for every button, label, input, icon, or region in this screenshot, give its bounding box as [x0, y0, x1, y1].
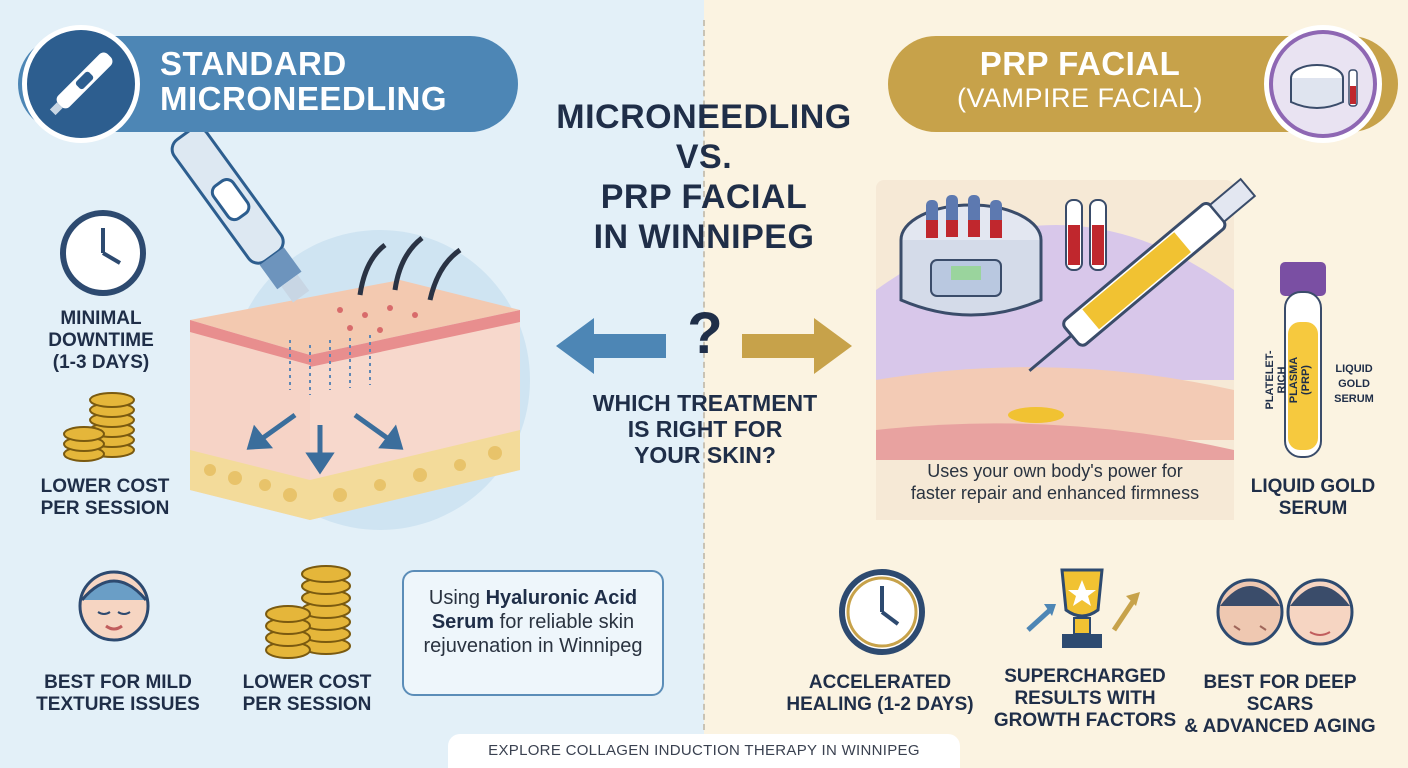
microneedling-pen-icon — [49, 52, 113, 116]
prp-centrifuge-illustration — [876, 177, 1257, 520]
trophy-icon — [1026, 568, 1140, 648]
tube-side-label: LIQUID GOLD SERUM — [1330, 362, 1378, 407]
right-arrow-icon — [742, 318, 852, 374]
downtime-line3: (1-3 DAYS) — [52, 352, 150, 373]
serum-line2: SERUM — [1278, 498, 1348, 519]
clock-icon-2 — [839, 569, 925, 655]
face-icon — [78, 570, 150, 642]
microneedling-pen-badge — [22, 25, 140, 143]
tube-label-line1: PLATELET-RICH — [1264, 350, 1288, 410]
mild-line1: BEST FOR MILD — [44, 672, 192, 693]
title-line2: VS. — [675, 138, 733, 176]
healing-line1: ACCELERATED — [808, 672, 952, 693]
left-banner-line2: MICRONEEDLING — [160, 80, 447, 117]
tube-label-line2: PLASMA (PRP) — [1288, 356, 1312, 404]
skin-cross-section-illustration — [170, 126, 530, 530]
downtime-line1: MINIMAL — [60, 308, 142, 329]
page-title: MICRONEEDLING VS. PRP FACIAL IN WINNIPEG — [530, 97, 878, 257]
footer-link[interactable]: EXPLORE COLLAGEN INDUCTION THERAPY IN WI… — [448, 734, 960, 768]
best-for-mild-label: BEST FOR MILD TEXTURE ISSUES — [28, 672, 208, 716]
deep-scars-label: BEST FOR DEEP SCARS & ADVANCED AGING — [1180, 672, 1380, 738]
tube-side-line2: GOLD — [1338, 378, 1370, 390]
clock-icon — [60, 210, 146, 296]
cost2-line1: LOWER COST — [242, 672, 372, 693]
cost2-line2: PER SESSION — [242, 694, 372, 715]
minimal-downtime-label: MINIMAL DOWNTIME (1-3 DAYS) — [36, 308, 166, 374]
cost-line1: LOWER COST — [40, 476, 170, 497]
center-divider — [703, 20, 705, 740]
tube-side-line3: SERUM — [1334, 393, 1374, 405]
centrifuge-icon — [1273, 34, 1373, 134]
callout-bold: Hyaluronic Acid Serum — [431, 587, 638, 633]
downtime-line2: DOWNTIME — [48, 330, 154, 351]
results-line2: RESULTS WITH — [1014, 688, 1156, 709]
cost-line2: PER SESSION — [40, 498, 170, 519]
faces-comparison-icon — [1216, 578, 1354, 646]
deep-line2: & ADVANCED AGING — [1184, 716, 1376, 737]
question-line3: YOUR SKIN? — [634, 442, 776, 468]
hyaluronic-callout: Using Hyaluronic Acid Serum for reliable… — [402, 570, 664, 696]
left-banner-line1: STANDARD — [160, 45, 347, 82]
question-line1: WHICH TREATMENT — [592, 390, 818, 416]
question-mark: ? — [687, 301, 723, 366]
title-line1: MICRONEEDLING — [556, 98, 852, 136]
prp-callout: Uses your own body's power for faster re… — [876, 460, 1234, 520]
right-banner-line2: (VAMPIRE FACIAL) — [956, 83, 1204, 113]
title-line4: IN WINNIPEG — [593, 218, 815, 256]
results-line3: GROWTH FACTORS — [993, 710, 1177, 731]
serum-line1: LIQUID GOLD — [1250, 476, 1376, 497]
question-line2: IS RIGHT FOR — [627, 416, 783, 442]
prp-tube-illustration — [1280, 262, 1326, 458]
centrifuge-badge — [1264, 25, 1382, 143]
accelerated-healing-label: ACCELERATED HEALING (1-2 DAYS) — [780, 672, 980, 716]
right-banner-title: PRP FACIAL (VAMPIRE FACIAL) — [905, 46, 1255, 116]
prp-callout-line2: faster repair and enhanced firmness — [910, 483, 1200, 503]
mild-line2: TEXTURE ISSUES — [36, 694, 200, 715]
callout-pre: Using — [428, 587, 486, 609]
lower-cost-label-2: LOWER COST PER SESSION — [232, 672, 382, 716]
lower-cost-label: LOWER COST PER SESSION — [30, 476, 180, 520]
left-banner-title: STANDARD MICRONEEDLING — [160, 46, 500, 116]
coins-icon — [63, 392, 135, 462]
tube-side-line1: LIQUID — [1335, 363, 1373, 375]
liquid-gold-label: LIQUID GOLD SERUM — [1238, 476, 1388, 520]
title-line3: PRP FACIAL — [600, 178, 808, 216]
supercharged-results-label: SUPERCHARGED RESULTS WITH GROWTH FACTORS — [990, 666, 1180, 732]
results-line1: SUPERCHARGED — [1004, 666, 1166, 687]
question-text: WHICH TREATMENT IS RIGHT FOR YOUR SKIN? — [540, 390, 870, 468]
right-banner-line1: PRP FACIAL — [979, 45, 1181, 82]
left-arrow-icon — [556, 318, 666, 374]
deep-line1: BEST FOR DEEP SCARS — [1203, 672, 1357, 715]
prp-callout-line1: Uses your own body's power for — [927, 461, 1183, 481]
coins-icon-2 — [265, 565, 351, 659]
callout-post: for reliable skin rejuvenation in Winnip… — [423, 611, 643, 657]
healing-line2: HEALING (1-2 DAYS) — [786, 694, 974, 715]
